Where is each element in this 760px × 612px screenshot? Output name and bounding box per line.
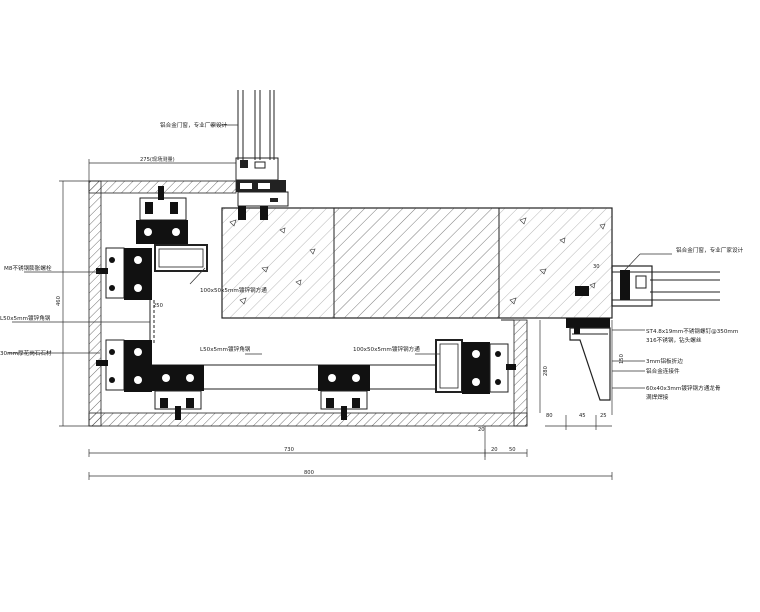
label-fitting: 铝合金连接件 <box>646 367 680 375</box>
dim-250: 250 <box>153 303 163 309</box>
dim-50: 50 <box>509 447 516 453</box>
label-plate: 3mm铝板折边 <box>646 357 683 365</box>
label-stone: 30mm厚花岗石石材 <box>0 349 52 357</box>
dimension-lines <box>59 159 613 480</box>
dim-30: 30 <box>593 264 600 270</box>
label-top-frame: 铝合金门窗，专业厂家设计 <box>160 121 228 129</box>
dim-45: 45 <box>579 413 586 419</box>
dim-800: 800 <box>304 470 314 476</box>
bracket-assemblies <box>96 186 516 420</box>
label-sub-tube-1: 60x40x3mm镀锌钢方通龙骨 <box>646 384 721 392</box>
dim-460: 460 <box>56 296 62 306</box>
dim-20-tick: 20 <box>478 427 485 433</box>
dimension-values: 275(现场测量) 460 250 30 150 280 80 45 25 20… <box>56 155 625 476</box>
label-tube-lower: 100x50x5mm镀锌钢方通 <box>353 345 420 353</box>
steel-subframe <box>149 244 463 393</box>
label-screw-2: 316不锈钢，钻头螺丝 <box>646 336 702 344</box>
dim-280: 280 <box>543 366 549 376</box>
label-screw-1: ST4.8x19mm不锈钢螺钉@350mm <box>646 327 738 335</box>
right-window-frame <box>566 265 720 401</box>
dim-150: 150 <box>619 354 625 364</box>
annotation-labels: 铝合金门窗，专业厂家设计 铝合金门窗，专业厂家设计 M8不锈钢膨胀螺栓 L50x… <box>0 121 744 401</box>
leader-lines <box>8 124 672 389</box>
dim-25: 25 <box>600 413 607 419</box>
label-sub-tube-2: 满焊焊接 <box>646 393 669 401</box>
label-bolt-anchor: M8不锈钢膨胀螺栓 <box>4 264 52 272</box>
dim-730: 730 <box>284 447 294 453</box>
top-window-frame <box>235 90 289 207</box>
dim-80: 80 <box>546 413 553 419</box>
label-angle-mid: L50x5mm镀锌角钢 <box>200 345 251 353</box>
dim-275: 275(现场测量) <box>140 155 175 163</box>
dim-20: 20 <box>491 447 498 453</box>
label-tube-upper: 100x50x5mm镀锌钢方通 <box>200 286 267 294</box>
label-angle-left: L50x5mm镀锌角钢 <box>0 314 51 322</box>
label-right-frame: 铝合金门窗，专业厂家设计 <box>676 246 744 254</box>
concrete-wall <box>221 207 613 319</box>
